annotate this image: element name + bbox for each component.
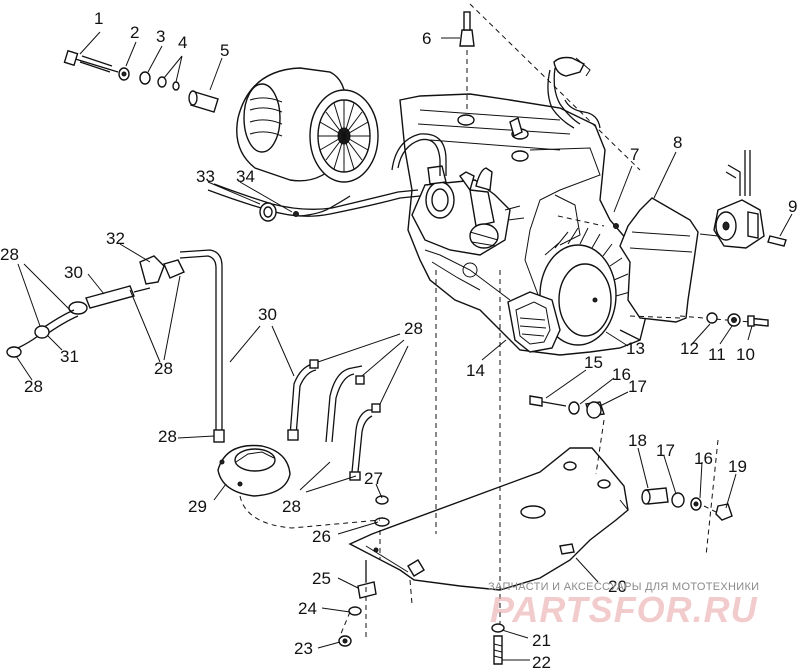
callout-7: 7 [630, 145, 639, 164]
skid-plate [348, 447, 629, 591]
callout-labels: 1 2 3 4 5 6 7 8 9 10 11 12 13 14 15 16 1… [0, 9, 797, 672]
callout-27: 27 [364, 469, 383, 488]
callout-8: 8 [673, 133, 682, 152]
callout-15: 15 [584, 353, 603, 372]
callout-10: 10 [736, 345, 755, 364]
ignition-coil [699, 150, 787, 249]
callout-25: 25 [312, 569, 331, 588]
callout-21: 21 [532, 631, 551, 650]
callout-28-right: 28 [404, 319, 423, 338]
callout-2: 2 [130, 23, 139, 42]
callout-28-mid: 28 [154, 359, 173, 378]
callout-14: 14 [466, 361, 485, 380]
callout-28-bottom-left: 28 [24, 377, 43, 396]
callout-32: 32 [106, 229, 125, 248]
callout-16b: 16 [694, 449, 713, 468]
callout-3: 3 [156, 27, 165, 46]
engine-block [399, 93, 651, 356]
callout-20: 20 [608, 577, 627, 596]
callout-4: 4 [178, 33, 187, 52]
cover-bolts [679, 312, 769, 327]
engine-drawing [6, 3, 793, 665]
watermark: ЗАПЧАСТИ И АКСЕССУАРЫ ДЛЯ МОТОТЕХНИКИ PA… [488, 581, 759, 630]
callout-6: 6 [422, 29, 431, 48]
watermark-caption: ЗАПЧАСТИ И АКСЕССУАРЫ ДЛЯ МОТОТЕХНИКИ [488, 581, 759, 593]
callout-31: 31 [60, 347, 79, 366]
callout-19: 19 [728, 457, 747, 476]
callout-16: 16 [612, 365, 631, 384]
callout-11: 11 [708, 345, 726, 364]
callout-30-left: 30 [64, 263, 83, 282]
callout-30: 30 [258, 305, 277, 324]
callout-23: 23 [294, 639, 313, 658]
callout-28-line: 28 [158, 427, 177, 446]
carburetor [411, 165, 525, 256]
watermark-logo: PARTSFOR.RU [490, 589, 758, 630]
fuel-line-fittings [6, 255, 185, 358]
callout-1: 1 [94, 9, 103, 28]
oil-lines [179, 249, 381, 481]
callout-17b: 17 [656, 441, 675, 460]
throttle-cable [207, 133, 447, 222]
callout-9: 9 [788, 197, 797, 216]
engine-cover [613, 197, 699, 323]
callout-28-pump: 28 [282, 497, 301, 516]
callout-12: 12 [680, 339, 699, 358]
callout-13: 13 [626, 339, 645, 358]
mount-bolt-stack [529, 395, 605, 419]
callout-29: 29 [188, 497, 207, 516]
skid-bolt-stack [641, 487, 733, 521]
callout-24: 24 [298, 599, 317, 618]
callout-28-top-left: 28 [0, 245, 19, 264]
drive-clutch [236, 67, 379, 183]
spark-plug-and-wire [459, 11, 601, 129]
callout-33: 33 [196, 167, 215, 186]
callout-34: 34 [236, 167, 255, 186]
leader-lines [15, 3, 793, 661]
oil-pump [213, 429, 291, 497]
clutch-bolt-stack [63, 49, 219, 113]
callout-5: 5 [220, 41, 229, 60]
callout-17: 17 [628, 377, 647, 396]
callout-18: 18 [628, 431, 647, 450]
callout-26: 26 [312, 527, 331, 546]
callout-22: 22 [532, 653, 551, 672]
